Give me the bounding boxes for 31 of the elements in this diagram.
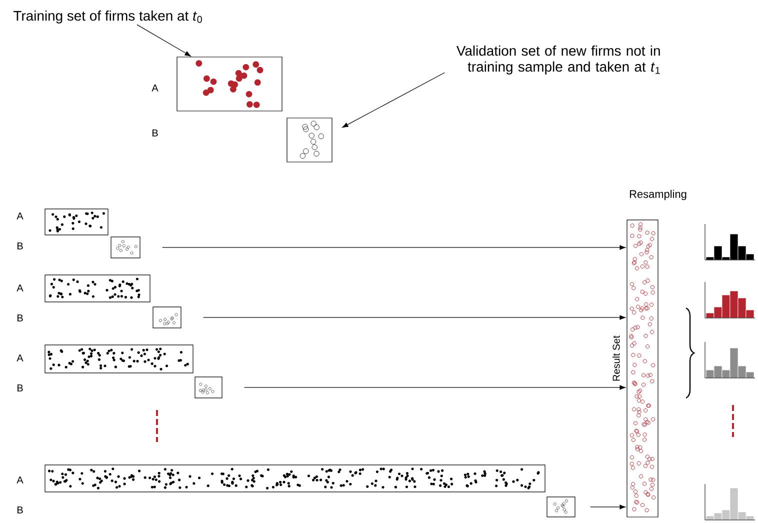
- row-letter: A: [16, 212, 24, 220]
- arrow: [203, 315, 626, 320]
- row-letter: A: [16, 476, 24, 484]
- arrow: [590, 504, 626, 510]
- row-letter: B: [18, 314, 23, 322]
- heading-text: Resampling: [630, 190, 686, 200]
- annotation-text: Training set of firms taken at t$_{0}$: [14, 10, 202, 24]
- arrow: [162, 245, 626, 250]
- row-letter: B: [152, 130, 158, 136]
- row-letter: A: [16, 284, 24, 292]
- sample-box: [176, 56, 282, 112]
- sample-box: [44, 274, 150, 302]
- row-letter: B: [18, 384, 23, 392]
- sample-box: [194, 376, 222, 398]
- row-letter: B: [18, 506, 23, 514]
- sample-box: [546, 496, 576, 518]
- result-set-column: Result Set: [612, 220, 658, 518]
- annotation-text: Validation set of new firms not in training sample and taken at t$_{1}$: [456, 46, 660, 74]
- arrow: [244, 385, 626, 390]
- arrow: [136, 24, 191, 56]
- row-letter: A: [16, 354, 24, 362]
- sample-box: [110, 236, 140, 258]
- arrow: [342, 72, 445, 128]
- sample-box: [44, 208, 108, 236]
- sample-box: [286, 118, 332, 162]
- row-letter: A: [152, 84, 158, 92]
- node-label: Result Set: [612, 336, 620, 381]
- sample-box: [44, 464, 546, 492]
- row-letter: B: [18, 242, 23, 250]
- sample-box: [152, 306, 182, 328]
- sample-box: [44, 344, 194, 374]
